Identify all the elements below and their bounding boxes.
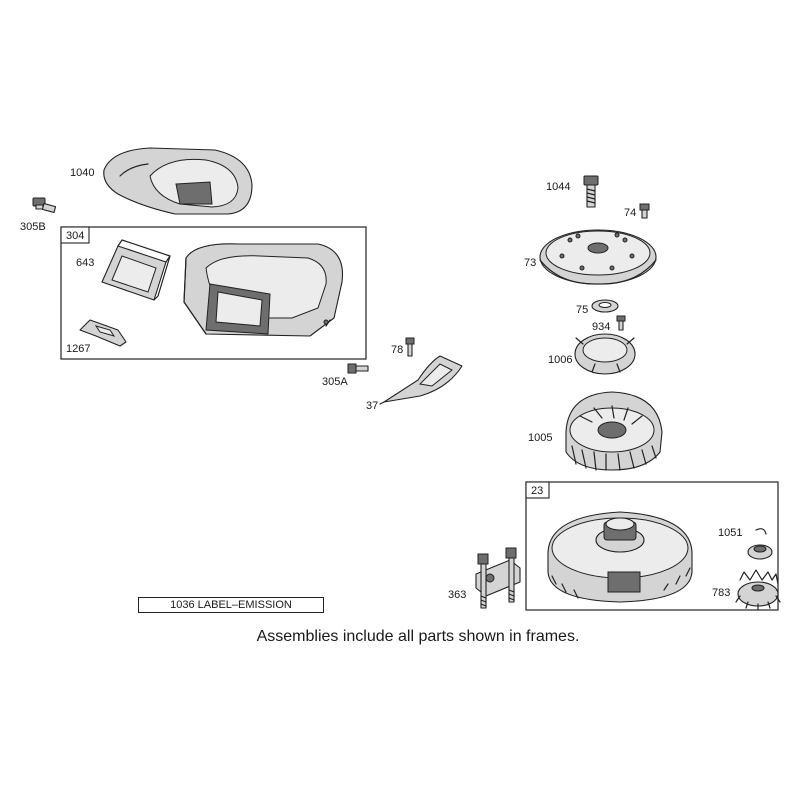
- part-305B-screw: [32, 197, 57, 214]
- part-label-1040: 1040: [70, 167, 94, 179]
- part-label-74: 74: [624, 207, 636, 219]
- part-305A-screw: [347, 363, 369, 374]
- part-label-37: 37: [366, 400, 378, 412]
- part-label-73: 73: [524, 257, 536, 269]
- part-label-1051: 1051: [718, 527, 742, 539]
- assembly-tag-304: [60, 226, 90, 244]
- part-1005-fan: [565, 391, 663, 471]
- part-label-363: 363: [448, 589, 466, 601]
- part-label-78: 78: [391, 344, 403, 356]
- part-1267-clip: [79, 319, 127, 347]
- assembly-frame-23: [525, 481, 779, 611]
- part-783-gear: [735, 569, 781, 611]
- part-78-screw: [405, 337, 415, 357]
- part-75-washer: [591, 299, 619, 313]
- part-label-304: 304: [66, 230, 84, 242]
- part-934-screw: [616, 315, 626, 331]
- footer-note: Assemblies include all parts shown in fr…: [256, 628, 580, 645]
- part-37-baffle: [379, 355, 463, 405]
- part-1044-bolt: [583, 175, 599, 208]
- part-label-23: 23: [531, 485, 543, 497]
- part-label-1044: 1044: [546, 181, 570, 193]
- part-label-1267: 1267: [66, 343, 90, 355]
- part-74-screw: [639, 203, 650, 219]
- part-1040-shroud-cover: [103, 147, 253, 215]
- part-label-783: 783: [712, 587, 730, 599]
- part-73-rotating-screen: [539, 229, 657, 285]
- emission-label-box: 1036 LABEL–EMISSION: [138, 597, 324, 613]
- part-label-75: 75: [576, 304, 588, 316]
- part-flywheel: [547, 511, 693, 603]
- part-label-305B: 305B: [20, 221, 46, 233]
- part-label-934: 934: [592, 321, 610, 333]
- assembly-frame-304: [60, 226, 367, 360]
- part-label-1006: 1006: [548, 354, 572, 366]
- part-label-643: 643: [76, 257, 94, 269]
- assembly-tag-23: [525, 481, 550, 499]
- part-643-guard: [101, 239, 171, 301]
- part-1051-nut: [747, 528, 773, 560]
- part-label-1005: 1005: [528, 432, 552, 444]
- part-blower-housing: [183, 243, 344, 337]
- part-1006-cup: [574, 333, 636, 375]
- part-363-bracket: [475, 547, 521, 609]
- part-label-305A: 305A: [322, 376, 348, 388]
